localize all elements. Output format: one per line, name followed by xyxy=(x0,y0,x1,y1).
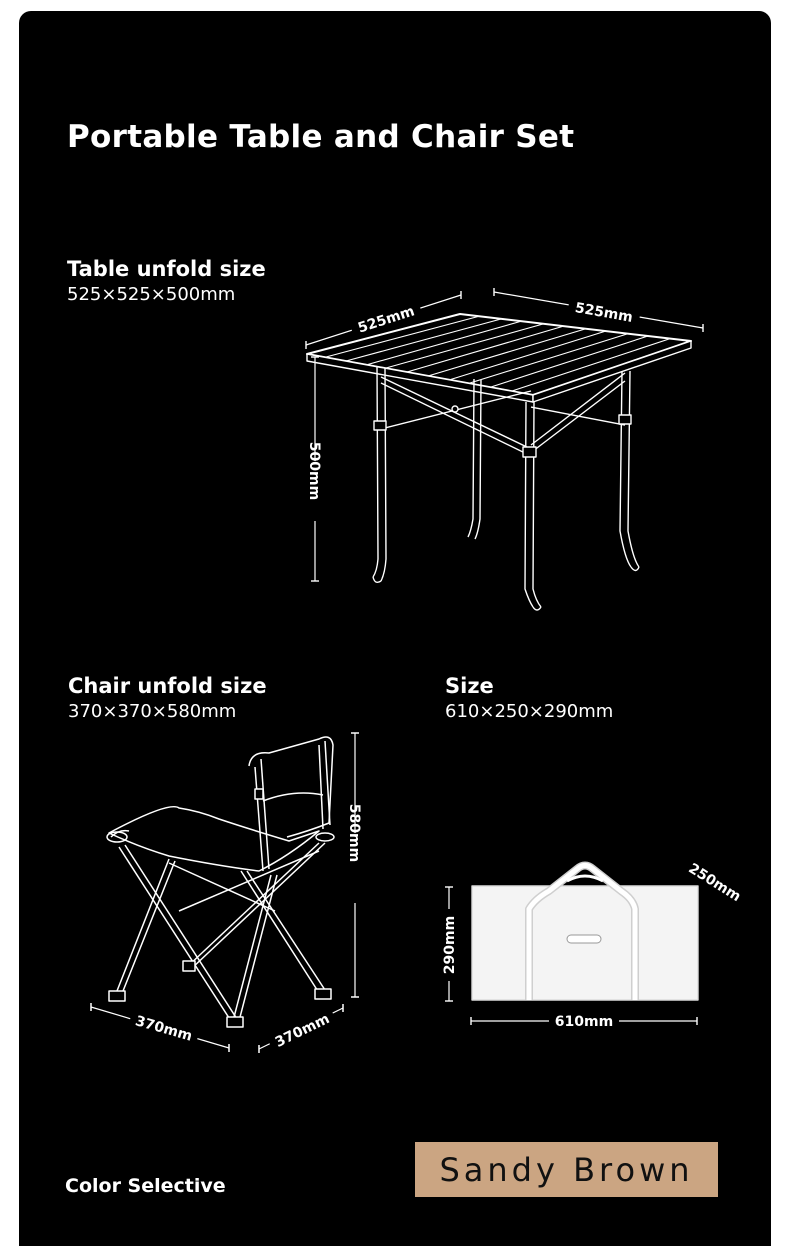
chair-dim-height: 580mm xyxy=(346,804,362,862)
color-label: Color Selective xyxy=(65,1175,226,1197)
product-spec-card: Portable Table and Chair Set Table unfol… xyxy=(19,11,771,1246)
chair-illustration xyxy=(90,732,359,1053)
table-size: 525×525×500mm xyxy=(67,284,236,305)
chair-heading: Chair unfold size xyxy=(68,674,267,698)
color-option-label: Sandy Brown xyxy=(439,1150,694,1189)
color-swatch-sandy-brown[interactable]: Sandy Brown xyxy=(415,1142,718,1197)
bag-dim-width: 610mm xyxy=(555,1014,613,1030)
illustrations: 525mm 525mm 500mm xyxy=(90,288,747,1055)
bag-size: 610×250×290mm xyxy=(445,701,614,722)
table-illustration xyxy=(305,288,704,611)
table-dim-height: 500mm xyxy=(306,442,322,500)
page-title: Portable Table and Chair Set xyxy=(67,119,575,155)
chair-size: 370×370×580mm xyxy=(68,701,237,722)
table-heading: Table unfold size xyxy=(67,257,266,281)
bag-dim-height: 290mm xyxy=(442,916,458,974)
bag-illustration xyxy=(445,861,736,1025)
bag-heading: Size xyxy=(445,674,494,698)
